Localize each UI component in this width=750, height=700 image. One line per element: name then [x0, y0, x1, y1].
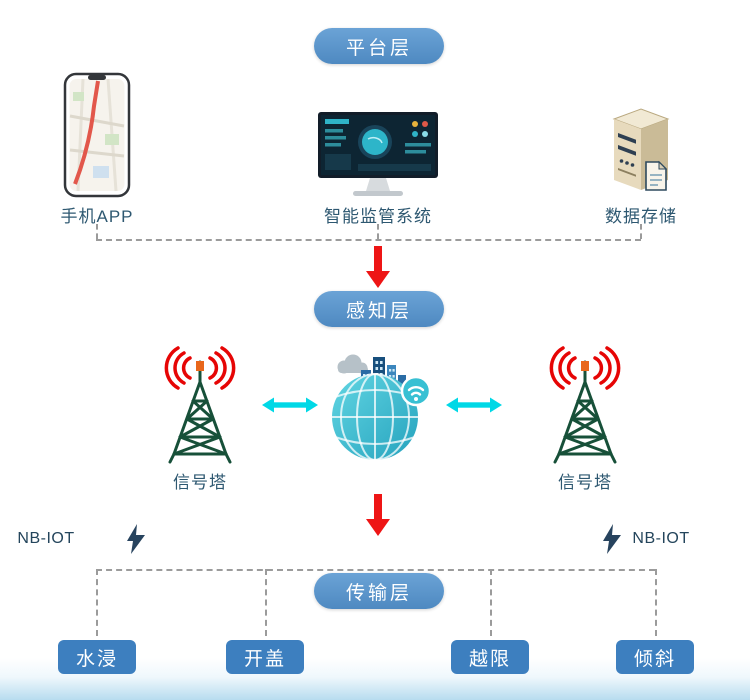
transmission-layer-label: 传输层	[345, 582, 412, 604]
connector-sensor-drop-1	[96, 569, 98, 636]
server-storage-icon	[608, 106, 674, 199]
monitor-dashboard-icon	[318, 112, 438, 205]
connector-transmission-bus	[96, 569, 655, 571]
iot-globe-icon	[317, 346, 439, 469]
signal-tower-right-icon	[530, 344, 640, 471]
platform-layer-label: 平台层	[345, 37, 412, 59]
connector-platform-bus	[96, 239, 641, 241]
signal-tower-right-label: 信号塔	[558, 473, 612, 492]
connector-sensor-drop-4	[655, 569, 657, 636]
platform-layer-pill: 平台层	[314, 28, 444, 64]
sensor-label: 倾斜	[633, 648, 676, 670]
connector-sensor-drop-3	[490, 569, 492, 636]
connector-phone-drop	[96, 224, 98, 239]
cyan-double-arrow-left	[262, 396, 318, 419]
phone-app-label: 手机APP	[60, 207, 134, 226]
transmission-layer-pill: 传输层	[314, 573, 444, 609]
connector-storage-drop	[640, 224, 642, 239]
sensor-label: 水浸	[75, 648, 118, 670]
signal-tower-left-label: 信号塔	[173, 473, 227, 492]
data-storage-label: 数据存储	[605, 207, 677, 226]
supervision-system-label: 智能监管系统	[324, 207, 432, 226]
connector-sensor-drop-2	[265, 569, 267, 636]
perception-layer-pill: 感知层	[314, 291, 444, 327]
lightning-left-icon	[126, 524, 146, 559]
sensor-cover-open: 开盖	[226, 640, 304, 674]
connector-monitor-drop	[377, 224, 379, 239]
sensor-over-limit: 越限	[451, 640, 529, 674]
red-down-arrow-platform	[364, 246, 392, 293]
red-down-arrow-perception	[364, 494, 392, 541]
sensor-water-immersion: 水浸	[58, 640, 136, 674]
cyan-double-arrow-right	[446, 396, 502, 419]
sensor-label: 开盖	[243, 648, 286, 670]
perception-layer-label: 感知层	[345, 300, 412, 322]
nbiot-right-label: NB-IOT	[632, 530, 690, 547]
lightning-right-icon	[602, 524, 622, 559]
sensor-label: 越限	[468, 648, 511, 670]
smartphone-map-icon	[63, 72, 131, 203]
signal-tower-left-icon	[145, 344, 255, 471]
sensor-tilt: 倾斜	[616, 640, 694, 674]
nbiot-left-label: NB-IOT	[17, 530, 75, 547]
